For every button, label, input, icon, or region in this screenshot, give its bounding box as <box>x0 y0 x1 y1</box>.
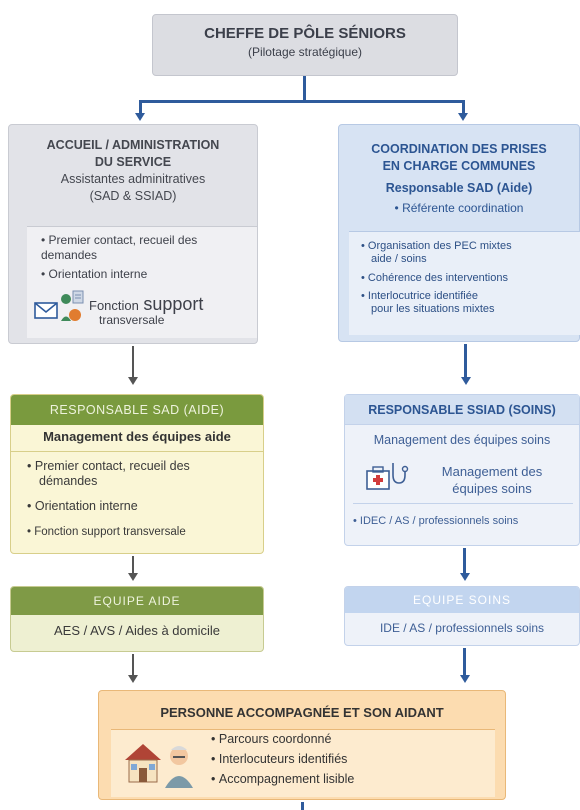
coord-title-2: EN CHARGE COMMUNES <box>382 159 536 173</box>
equipe-soins-box: EQUIPE SOINS IDE / AS / professionnels s… <box>344 586 580 646</box>
chef-pole-box: CHEFFE DE PÔLE SÉNIORS (Pilotage stratég… <box>152 14 458 76</box>
personne-inner: • Parcours coordonné • Interlocuteurs id… <box>111 729 495 797</box>
personne-item-1: • Parcours coordonné <box>211 732 332 746</box>
ssiad-list: • IDEC / AS / professionnels soins <box>353 515 519 527</box>
personne-box: PERSONNE ACCOMPAGNÉE ET SON AIDANT • Par… <box>98 690 506 800</box>
connector-ssiad-equipe <box>463 548 466 574</box>
arrow-to-admin <box>135 113 145 121</box>
equipe-soins-body: IDE / AS / professionnels soins <box>379 621 545 635</box>
support-label: Fonction support transversale <box>89 294 204 327</box>
sad-item-3: • Fonction support transversale <box>27 526 186 538</box>
arrow-to-equipe-aide <box>128 573 138 581</box>
admin-sub-1: Assistantes adminitratives <box>60 172 206 186</box>
coord-responsable: Responsable SAD (Aide) <box>385 181 533 195</box>
arrow-to-personne-left <box>128 675 138 683</box>
coord-referente: • Référente coordination <box>394 201 524 215</box>
connector-coord-ssiad <box>464 344 467 378</box>
mail-phone-icon <box>34 290 84 321</box>
personne-item-3: • Accompagnement lisible <box>211 772 355 786</box>
connector-equipe-soins-personne <box>463 648 466 676</box>
ssiad-mgmt-line2: équipes soins <box>452 481 532 496</box>
admin-title-1: ACCUEIL / ADMINISTRATION <box>46 138 220 152</box>
connector-left-drop <box>139 100 142 114</box>
ssiad-management: Management des équipes soins <box>417 463 567 497</box>
chef-pole-subtitle: (Pilotage stratégique) <box>247 45 363 59</box>
coord-inner: • Organisation des PEC mixtes aide / soi… <box>349 231 580 335</box>
chef-pole-title: CHEFFE DE PÔLE SÉNIORS <box>204 25 406 42</box>
coord-item-1: • Organisation des PEC mixtes aide / soi… <box>361 240 512 265</box>
admin-box: ACCUEIL / ADMINISTRATION DU SERVICE Assi… <box>8 124 258 344</box>
arrow-to-personne-right <box>460 675 470 683</box>
personne-item-2: • Interlocuteurs identifiés <box>211 752 348 766</box>
connector-admin-sad <box>132 346 134 378</box>
sad-item-1: • Premier contact, recueil des démandes <box>27 459 190 488</box>
admin-inner: • Premier contact, recueil des demandes … <box>27 226 257 338</box>
arrow-to-ssiad <box>461 377 471 385</box>
connector-sad-equipe <box>132 556 134 574</box>
admin-item-1: • Premier contact, recueil des demandes <box>41 233 198 262</box>
arrow-to-coord <box>458 113 468 121</box>
sad-item-2: • Orientation interne <box>27 499 138 513</box>
coord-title-1: COORDINATION DES PRISES <box>371 142 547 156</box>
ssiad-title: Management des équipes soins <box>373 433 551 447</box>
medical-kit-stethoscope-icon <box>366 463 409 490</box>
ssiad-mgmt-line1: Management des <box>441 464 543 479</box>
sad-title: Management des équipes aide <box>43 429 231 444</box>
equipe-aide-box: EQUIPE AIDE AES / AVS / Aides à domicile <box>10 586 264 652</box>
coord-item-3: • Interlocutrice identifiée pour les sit… <box>361 290 495 315</box>
house-elderly-icon <box>125 744 193 788</box>
sad-divider <box>11 451 263 452</box>
support-label-text: Fonction <box>89 298 139 313</box>
connector-right-drop <box>462 100 465 114</box>
arrow-to-equipe-soins <box>460 573 470 581</box>
admin-item-2: • Orientation interne <box>41 267 148 281</box>
ssiad-divider <box>353 503 573 504</box>
admin-sub-2: (SAD & SSIAD) <box>89 189 177 203</box>
equipe-soins-header: EQUIPE SOINS <box>345 587 579 613</box>
coord-item-2: • Cohérence des interventions <box>361 272 508 284</box>
support-label-big: support <box>143 294 204 314</box>
equipe-aide-header: EQUIPE AIDE <box>11 587 263 615</box>
ssiad-header: RESPONSABLE SSIAD (SOINS) <box>345 395 579 425</box>
admin-title-2: DU SERVICE <box>94 155 172 169</box>
connector-equipe-aide-personne <box>132 654 134 676</box>
bottom-connector <box>301 802 304 810</box>
sad-header: RESPONSABLE SAD (AIDE) <box>11 395 263 425</box>
top-connector-vertical <box>303 76 306 102</box>
responsable-ssiad-box: RESPONSABLE SSIAD (SOINS) Management des… <box>344 394 580 546</box>
equipe-aide-body: AES / AVS / Aides à domicile <box>54 623 220 638</box>
responsable-sad-box: RESPONSABLE SAD (AIDE) Management des éq… <box>10 394 264 554</box>
top-connector-horizontal <box>139 100 465 103</box>
support-label-line2: transversale <box>99 313 165 327</box>
arrow-to-sad <box>128 377 138 385</box>
coordination-box: COORDINATION DES PRISES EN CHARGE COMMUN… <box>338 124 580 342</box>
personne-title: PERSONNE ACCOMPAGNÉE ET SON AIDANT <box>160 705 444 720</box>
